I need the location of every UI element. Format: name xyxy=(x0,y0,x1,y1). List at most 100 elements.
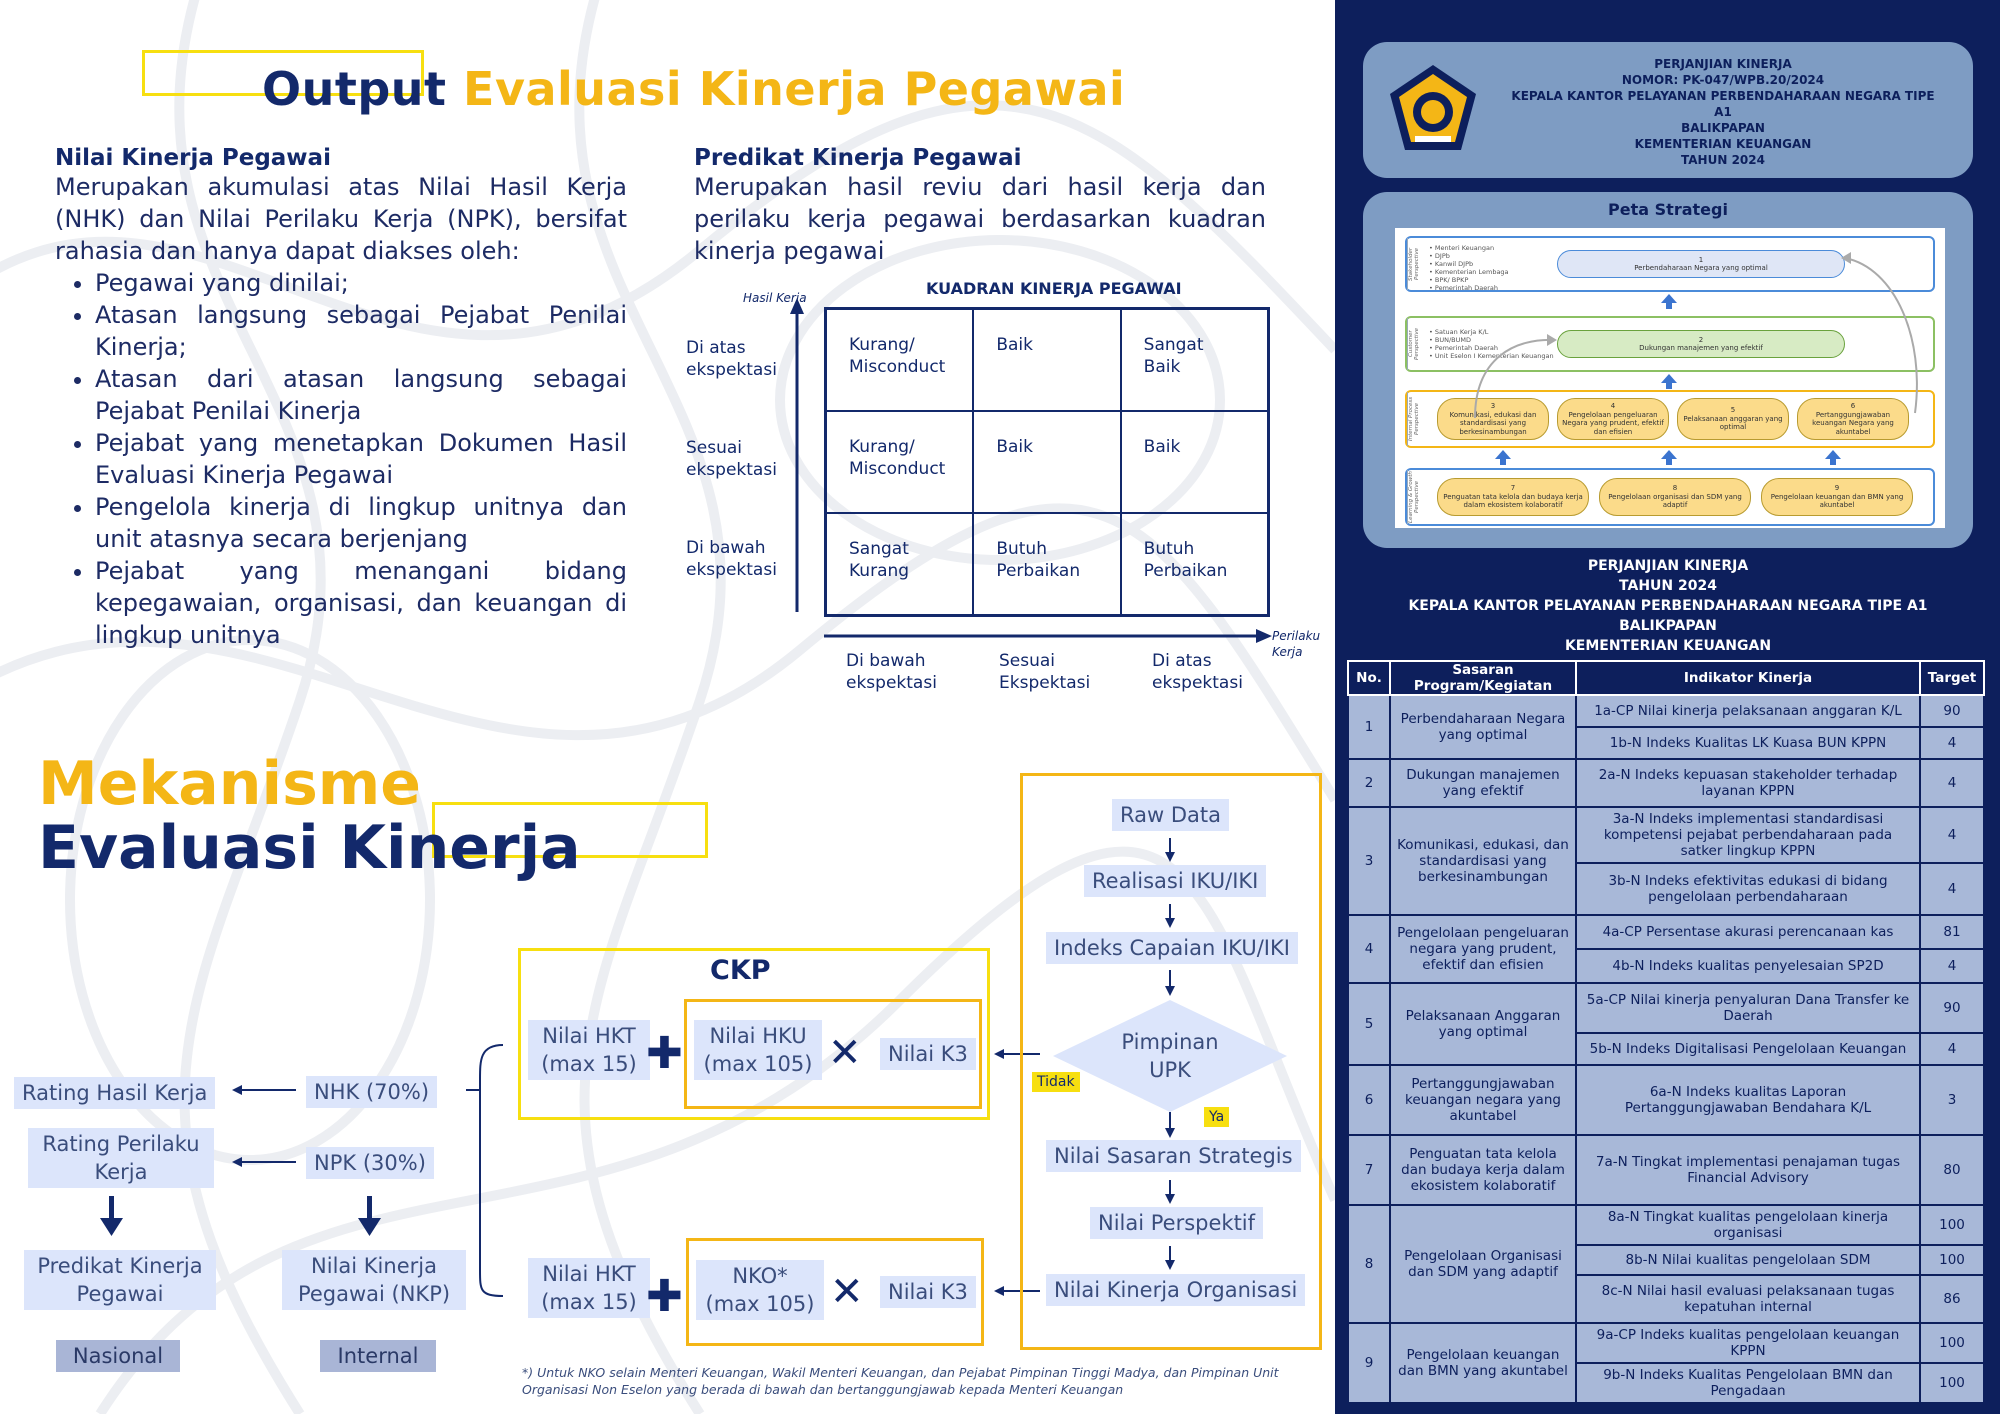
pk-line: TAHUN 2024 xyxy=(1681,153,1765,167)
row-sasaran: Pengelolaan pengeluaran negara yang prud… xyxy=(1389,914,1577,984)
nko-label: NKO* (max 105) xyxy=(705,1264,815,1316)
quadrant-cell: Baik xyxy=(973,411,1121,513)
y-label-bawah: Di bawah ekspektasi xyxy=(686,538,777,580)
ps-list-item: • Menteri Keuangan xyxy=(1429,244,1495,252)
row-indikator: 5b-N Indeks Digitalisasi Pengelolaan Keu… xyxy=(1575,1032,1921,1066)
row-no: 8 xyxy=(1347,1204,1391,1324)
row-target: 100 xyxy=(1919,1362,1985,1404)
row-no: 4 xyxy=(1347,914,1391,984)
pk2-line: PERJANJIAN KINERJA xyxy=(1587,558,1749,574)
ps-node-number: 9 xyxy=(1834,484,1840,493)
table-row: 1 Perbendaharaan Negara yang optimal 1a-… xyxy=(1347,694,1985,760)
pk-header-card: PERJANJIAN KINERJA NOMOR: PK-047/WPB.20/… xyxy=(1363,42,1973,178)
output-title: Output Evaluasi Kinerja Pegawai xyxy=(262,62,1125,116)
pk-line: BALIKPAPAN xyxy=(1681,121,1765,135)
row-target: 81 xyxy=(1919,914,1985,950)
ps-node-8: 8 Pengelolaan organisasi dan SDM yang ad… xyxy=(1599,478,1751,516)
ps-node-label: Dukungan manajemen yang efektif xyxy=(1639,344,1763,352)
row-target: 3 xyxy=(1919,1064,1985,1136)
nilai-hkt-label-2: Nilai HKT (max 15) xyxy=(541,1262,637,1314)
table-header-row: No. Sasaran Program/Kegiatan Indikator K… xyxy=(1347,660,1985,696)
ps-node-9: 9 Pengelolaan keuangan dan BMN yang akun… xyxy=(1761,478,1913,516)
table-row: 8b-N Nilai kualitas pengelolaan SDM 100 xyxy=(1348,1244,1985,1276)
indeks-capaian-box: Indeks Capaian IKU/IKI xyxy=(1046,932,1298,964)
ps-list-item: • BUN/BUMD xyxy=(1429,336,1471,344)
pk2-line: KEMENTERIAN KEUANGAN xyxy=(1564,638,1772,654)
pk-line: NOMOR: PK-047/WPB.20/2024 xyxy=(1621,73,1825,87)
nkp-box: Nilai Kinerja Pegawai (NKP) xyxy=(282,1250,466,1310)
ps-list-item: • Kanwil DJPb xyxy=(1429,260,1474,268)
row-no: 5 xyxy=(1347,982,1391,1066)
list-item: Pejabat yang menangani bidang kepegawaia… xyxy=(95,555,627,651)
table-row: 9b-N Indeks Kualitas Pengelolaan BMN dan… xyxy=(1348,1362,1985,1404)
row-target: 90 xyxy=(1919,694,1985,728)
row-no: 3 xyxy=(1347,806,1391,916)
row-target: 4 xyxy=(1919,806,1985,864)
nilai-hkt-box-2: Nilai HKT (max 15) xyxy=(528,1258,650,1318)
ps-list-item: • Unit Eselon I Kementerian Keuangan xyxy=(1429,352,1554,360)
flow-connectors xyxy=(100,838,1287,1297)
quadrant-grid: Kurang/ Misconduct Baik Sangat Baik Kura… xyxy=(824,307,1270,617)
nkp-heading: Nilai Kinerja Pegawai xyxy=(55,145,331,171)
table-row: 1b-N Indeks Kualitas LK Kuasa BUN KPPN 4 xyxy=(1348,726,1985,760)
perspektif-box: Nilai Perspektif xyxy=(1090,1207,1264,1239)
row-target: 100 xyxy=(1919,1244,1985,1276)
mekanisme-title-part2: Evaluasi Kinerja xyxy=(38,813,581,883)
times-icon: ✕ xyxy=(828,1030,862,1076)
up-arrow-icon xyxy=(1825,450,1841,465)
predikat-heading: Predikat Kinerja Pegawai xyxy=(694,145,1022,171)
row-target: 4 xyxy=(1919,726,1985,760)
nilai-hku-label: Nilai HKU (max 105) xyxy=(703,1024,813,1076)
sasaran-strategis-box: Nilai Sasaran Strategis xyxy=(1046,1140,1301,1172)
list-item: Atasan langsung sebagai Pejabat Penilai … xyxy=(95,299,627,363)
list-item: Pejabat yang menetapkan Dokumen Hasil Ev… xyxy=(95,427,627,491)
table-row: 4 Pengelolaan pengeluaran negara yang pr… xyxy=(1347,914,1985,984)
ps-node-3: 3 Komunikasi, edukasi dan standardisasi … xyxy=(1437,398,1549,440)
pk-line: KEMENTERIAN KEUANGAN xyxy=(1634,137,1812,151)
ps-node-number: 4 xyxy=(1610,402,1616,410)
kemenkeu-logo-icon xyxy=(1390,65,1476,150)
row-sasaran: Pelaksanaan Anggaran yang optimal xyxy=(1389,982,1577,1066)
row-indikator: 4a-CP Persentase akurasi perencanaan kas xyxy=(1575,914,1921,950)
pk-table-heading: PERJANJIAN KINERJA TAHUN 2024 KEPALA KAN… xyxy=(1363,556,1973,656)
row-target: 90 xyxy=(1919,982,1985,1034)
ckp-label: CKP xyxy=(710,955,771,986)
row-indikator: 8c-N Nilai hasil evaluasi pelaksanaan tu… xyxy=(1575,1274,1921,1324)
row-no: 2 xyxy=(1347,758,1391,808)
row-target: 80 xyxy=(1919,1134,1985,1206)
row-indikator: 2a-N Indeks kepuasan stakeholder terhada… xyxy=(1575,758,1921,808)
background-curves xyxy=(0,0,1335,1414)
up-arrow-icon xyxy=(1661,294,1677,309)
pk-line: PERJANJIAN KINERJA xyxy=(1654,57,1792,71)
nkp-description: Merupakan akumulasi atas Nilai Hasil Ker… xyxy=(55,173,627,265)
ckp-frame xyxy=(518,948,990,1120)
times-icon: ✕ xyxy=(830,1269,864,1315)
nilai-hkt-label: Nilai HKT (max 15) xyxy=(541,1024,637,1076)
table-row: 9 Pengelolaan keuangan dan BMN yang akun… xyxy=(1347,1322,1985,1404)
nilai-k3-box: Nilai K3 xyxy=(880,1038,976,1070)
peta-strategi-map: Stakeholder Perspective • Menteri Keuang… xyxy=(1395,228,1945,528)
pk-table: No. Sasaran Program/Kegiatan Indikator K… xyxy=(1347,660,1985,1404)
ps-node-label: Pengelolaan pengeluaran Negara yang prud… xyxy=(1562,410,1664,436)
nilai-hkt-box: Nilai HKT (max 15) xyxy=(528,1020,650,1080)
quadrant-cell: Baik xyxy=(973,309,1121,411)
x-label-bawah: Di bawah ekspektasi xyxy=(846,651,937,693)
row-sasaran: Penguatan tata kelola dan budaya kerja d… xyxy=(1389,1134,1577,1206)
ps-list: • Satuan Kerja K/L • BUN/BUMD • Pemerint… xyxy=(1429,328,1554,360)
nilai-k3-box-2: Nilai K3 xyxy=(880,1276,976,1308)
table-row: 4b-N Indeks kualitas penyelesaian SP2D 4 xyxy=(1348,948,1985,984)
ps-node-2: 2 Dukungan manajemen yang efektif xyxy=(1557,330,1845,358)
ya-tag: Ya xyxy=(1204,1107,1230,1127)
table-row: 3 Komunikasi, edukasi, dan standardisasi… xyxy=(1347,806,1985,916)
tidak-tag: Tidak xyxy=(1032,1072,1080,1092)
row-sasaran: Komunikasi, edukasi, dan standardisasi y… xyxy=(1389,806,1577,916)
quadrant-cell: Butuh Perbaikan xyxy=(973,513,1121,615)
col-header: No. xyxy=(1347,660,1391,696)
nasional-badge: Nasional xyxy=(56,1340,180,1372)
ps-node-label: Penguatan tata kelola dan budaya kerja d… xyxy=(1443,492,1583,510)
quadrant-cell: Sangat Baik xyxy=(1120,309,1268,411)
ps-node-number: 5 xyxy=(1730,406,1736,415)
row-target: 100 xyxy=(1919,1204,1985,1246)
row-no: 7 xyxy=(1347,1134,1391,1206)
row-target: 100 xyxy=(1919,1322,1985,1364)
